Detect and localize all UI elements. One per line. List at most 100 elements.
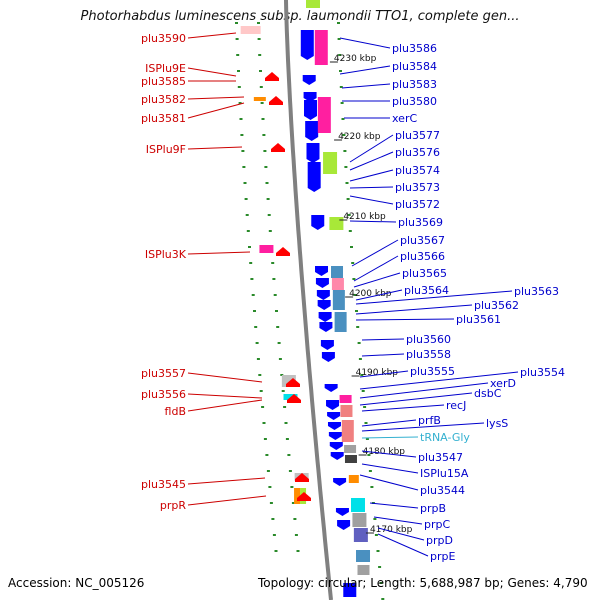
reverse-gene-arrow[interactable]	[327, 412, 341, 420]
gene-label-right[interactable]: plu3584	[392, 60, 437, 73]
gene-block[interactable]	[350, 498, 365, 512]
forward-gene-arrow[interactable]	[269, 96, 283, 105]
gene-label-right[interactable]: plu3560	[406, 333, 451, 346]
gene-label-left[interactable]: prpR	[160, 499, 186, 512]
reverse-gene-arrow[interactable]	[329, 442, 343, 450]
gene-block[interactable]	[294, 488, 301, 504]
gene-label-left[interactable]: fldB	[165, 405, 186, 418]
gene-block[interactable]	[341, 420, 354, 442]
gene-label-right[interactable]: plu3567	[400, 234, 445, 247]
gene-label-left[interactable]: plu3590	[141, 32, 186, 45]
gene-label-right[interactable]: plu3573	[395, 181, 440, 194]
reverse-gene-arrow[interactable]	[315, 278, 329, 288]
gene-block[interactable]	[343, 583, 357, 597]
gene-label-right[interactable]: tRNA-Gly	[420, 431, 470, 444]
reverse-gene-arrow[interactable]	[307, 162, 321, 192]
gene-block[interactable]	[353, 528, 368, 542]
reverse-gene-arrow[interactable]	[305, 121, 319, 141]
gene-label-right[interactable]: plu3561	[456, 313, 501, 326]
gene-label-right[interactable]: plu3547	[418, 451, 463, 464]
reverse-gene-arrow[interactable]	[319, 322, 333, 332]
gene-label-right[interactable]: dsbC	[474, 387, 502, 400]
gene-block[interactable]	[323, 152, 338, 174]
reverse-gene-arrow[interactable]	[337, 520, 351, 530]
reverse-gene-arrow[interactable]	[311, 215, 325, 230]
reverse-gene-arrow[interactable]	[328, 432, 342, 440]
gene-label-right[interactable]: plu3569	[398, 216, 443, 229]
reverse-gene-arrow[interactable]	[302, 75, 316, 85]
gene-block[interactable]	[348, 475, 359, 483]
gene-label-left[interactable]: plu3585	[141, 75, 186, 88]
gene-label-right[interactable]: plu3555	[410, 365, 455, 378]
gene-label-right[interactable]: prpE	[430, 550, 455, 563]
gene-block[interactable]	[253, 97, 266, 101]
reverse-gene-arrow[interactable]	[306, 143, 320, 163]
gene-label-right[interactable]: prpB	[420, 502, 446, 515]
gene-label-left[interactable]: plu3556	[141, 388, 186, 401]
forward-gene-arrow[interactable]	[265, 72, 279, 81]
gene-block[interactable]	[340, 405, 353, 417]
gene-label-right[interactable]: prfB	[418, 414, 441, 427]
gene-block[interactable]	[344, 455, 357, 463]
reverse-gene-arrow[interactable]	[304, 100, 318, 120]
forward-gene-arrow[interactable]	[286, 378, 300, 387]
gene-block[interactable]	[306, 0, 320, 8]
gene-label-right[interactable]: xerD	[490, 377, 516, 390]
gene-label-left[interactable]: plu3581	[141, 112, 186, 125]
gene-block[interactable]	[356, 550, 371, 562]
gene-label-right[interactable]: plu3572	[395, 198, 440, 211]
gene-label-right[interactable]: xerC	[392, 112, 417, 125]
gene-block[interactable]	[329, 217, 344, 230]
gene-label-right[interactable]: lysS	[486, 417, 508, 430]
reverse-gene-arrow[interactable]	[315, 266, 329, 276]
gene-label-right[interactable]: plu3580	[392, 95, 437, 108]
gene-block[interactable]	[331, 278, 344, 290]
gene-label-right[interactable]: plu3554	[520, 366, 565, 379]
gene-label-right[interactable]: plu3576	[395, 146, 440, 159]
gene-label-right[interactable]: plu3566	[400, 250, 445, 263]
gene-label-left[interactable]: plu3545	[141, 478, 186, 491]
gene-label-right[interactable]: plu3586	[392, 42, 437, 55]
gene-block[interactable]	[240, 26, 261, 34]
reverse-gene-arrow[interactable]	[326, 400, 340, 410]
gene-label-right[interactable]: plu3583	[392, 78, 437, 91]
gene-label-left[interactable]: plu3582	[141, 93, 186, 106]
gene-label-right[interactable]: plu3562	[474, 299, 519, 312]
reverse-gene-arrow[interactable]	[327, 422, 341, 430]
gene-label-right[interactable]: recJ	[446, 399, 466, 412]
forward-gene-arrow[interactable]	[271, 143, 285, 152]
gene-block[interactable]	[314, 30, 328, 65]
gene-label-right[interactable]: plu3564	[404, 284, 449, 297]
gene-label-right[interactable]: prpC	[424, 518, 450, 531]
gene-label-right[interactable]: plu3577	[395, 129, 440, 142]
reverse-gene-arrow[interactable]	[324, 384, 338, 392]
gene-block[interactable]	[259, 245, 274, 253]
gene-block[interactable]	[332, 290, 345, 310]
gene-label-right[interactable]: plu3565	[402, 267, 447, 280]
gene-label-left[interactable]: ISPlu9F	[146, 143, 186, 156]
gene-label-left[interactable]: ISPlu9E	[145, 62, 186, 75]
reverse-gene-arrow[interactable]	[321, 352, 335, 362]
forward-gene-arrow[interactable]	[295, 473, 309, 482]
forward-gene-arrow[interactable]	[276, 247, 290, 256]
gene-label-left[interactable]: ISPlu3K	[145, 248, 187, 261]
reverse-gene-arrow[interactable]	[316, 290, 330, 300]
reverse-gene-arrow[interactable]	[300, 30, 314, 60]
gene-block[interactable]	[331, 266, 344, 278]
gene-label-right[interactable]: prpD	[426, 534, 453, 547]
reverse-gene-arrow[interactable]	[333, 478, 347, 486]
forward-gene-arrow[interactable]	[287, 394, 301, 403]
gene-label-right[interactable]: plu3544	[420, 484, 465, 497]
forward-gene-arrow[interactable]	[297, 492, 311, 501]
reverse-gene-arrow[interactable]	[317, 300, 331, 310]
gene-block[interactable]	[317, 97, 331, 133]
reverse-gene-arrow[interactable]	[335, 508, 349, 516]
gene-label-right[interactable]: plu3574	[395, 164, 440, 177]
reverse-gene-arrow[interactable]	[330, 452, 344, 460]
gene-label-right[interactable]: plu3563	[514, 285, 559, 298]
reverse-gene-arrow[interactable]	[303, 92, 317, 102]
gene-block[interactable]	[352, 513, 367, 527]
gene-block[interactable]	[344, 445, 357, 453]
gene-block[interactable]	[334, 312, 347, 332]
